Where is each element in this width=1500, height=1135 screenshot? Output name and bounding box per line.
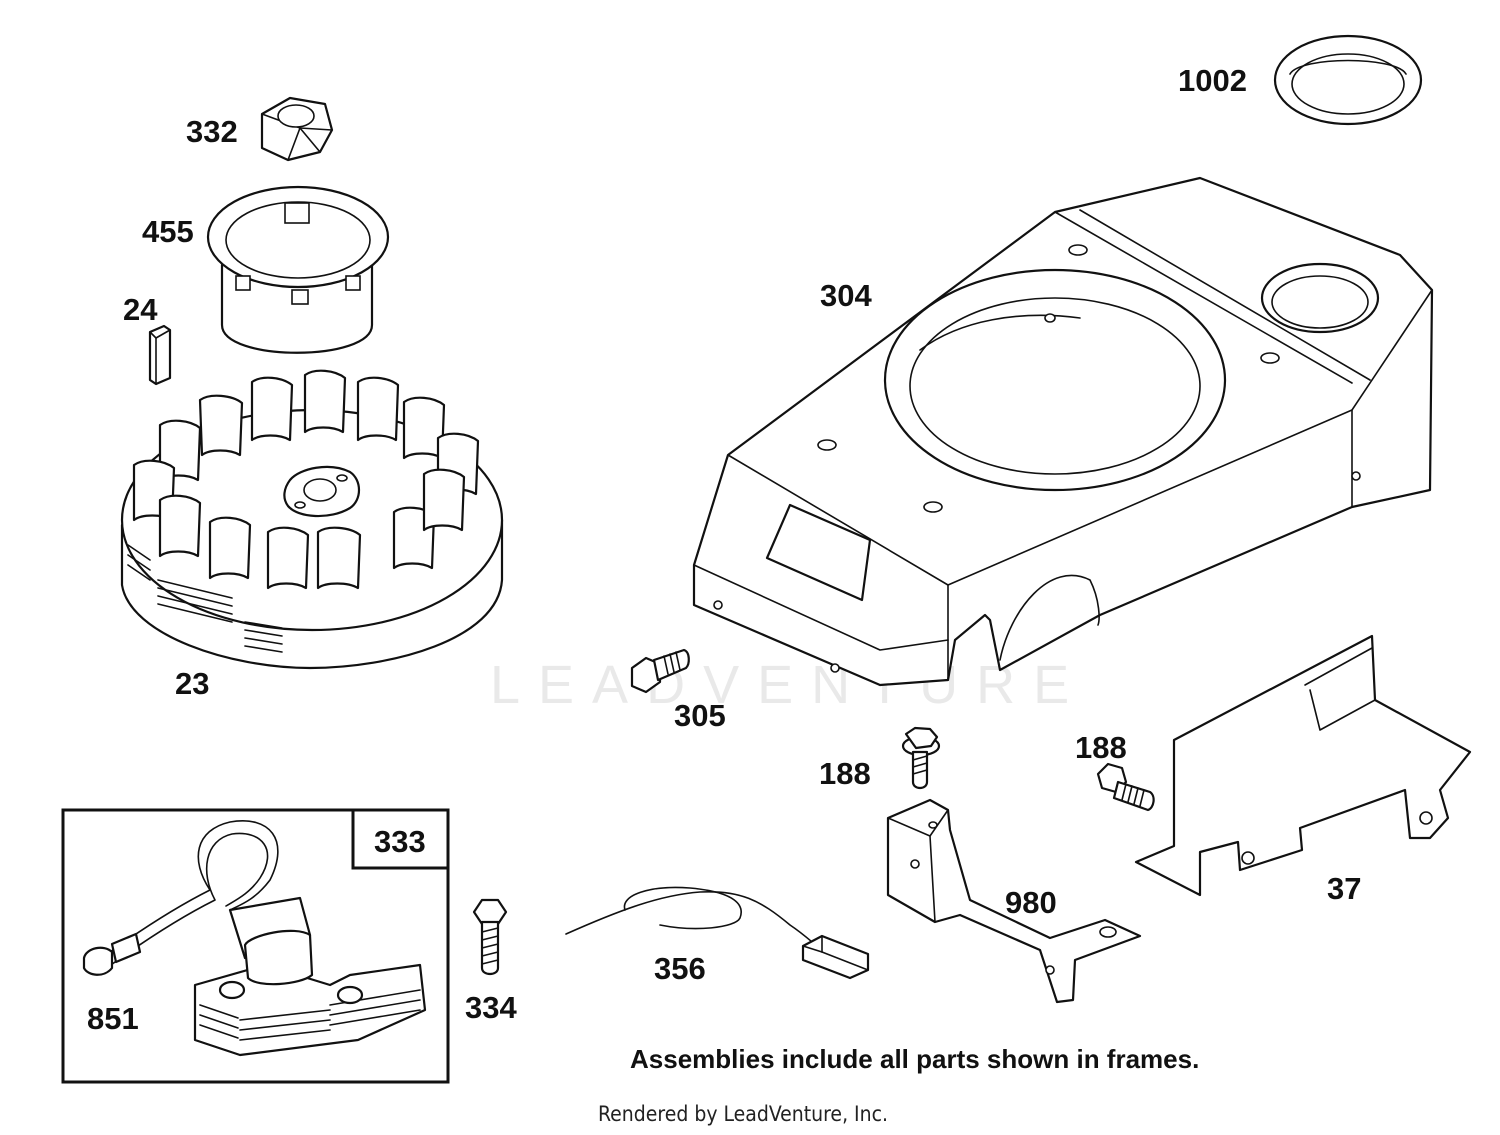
callout-356: 356 [654,951,706,986]
callout-1002: 1002 [1178,63,1247,98]
callout-455: 455 [142,214,194,249]
callout-980: 980 [1005,885,1057,920]
render-credit: Rendered by LeadVenture, Inc. [598,1102,888,1126]
blower-housing-304 [692,176,1434,687]
callout-188-left: 188 [819,756,871,791]
callout-851: 851 [87,1001,139,1036]
nut-332 [260,96,334,162]
key-24 [148,324,172,386]
assembly-frame-333 [61,808,450,1084]
callout-332: 332 [186,114,238,149]
watermark-text: LEADVENTURE [490,655,1087,715]
screw-188-angled [1096,762,1155,812]
cup-455 [206,185,390,354]
screw-305 [630,648,690,694]
bracket-37 [1134,634,1472,897]
screw-188-vertical [901,726,941,790]
ignition-armature-851 [82,820,427,1057]
callout-333: 333 [374,824,426,859]
callout-188-right: 188 [1075,730,1127,765]
callout-334: 334 [465,990,517,1025]
screw-334 [472,898,508,976]
assemblies-note: Assemblies include all parts shown in fr… [630,1044,1199,1074]
flywheel-23 [120,369,504,670]
callout-labels: 1002 332 455 24 304 23 305 188 188 333 9… [87,63,1361,1036]
callout-24: 24 [123,292,158,327]
wire-356 [565,886,870,980]
frame-label-box [351,808,450,870]
frame-border [61,808,450,1084]
callout-23: 23 [175,666,209,701]
callout-304: 304 [820,278,872,313]
grommet-1002 [1273,34,1423,126]
bracket-980 [886,798,1142,1004]
callout-305: 305 [674,698,726,733]
callout-37: 37 [1327,871,1361,906]
